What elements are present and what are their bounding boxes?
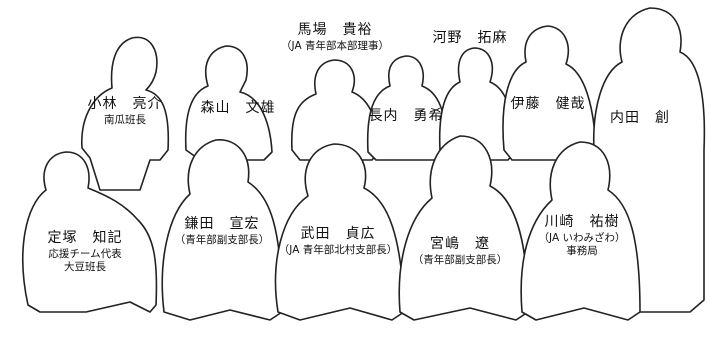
silhouette-front-2	[161, 139, 283, 321]
silhouette-back-2	[184, 45, 273, 161]
person-title: 事務局	[566, 244, 598, 257]
silhouette-back-1	[81, 36, 170, 191]
person-label: 内田 創	[550, 110, 707, 128]
person-name: 川崎 祐樹	[544, 214, 620, 230]
person-label: 武田 貞広（JA 青年部北村支部長）	[248, 226, 428, 257]
person-label: 定塚 知記応援チーム代表大豆班長	[0, 230, 175, 274]
person-label: 長内 勇希	[316, 108, 496, 126]
person-title: 大豆班長	[64, 260, 106, 273]
person-title: （青年部副支部長）	[412, 253, 508, 266]
silhouette-front-5	[520, 141, 641, 321]
person-title: 応援チーム代表	[48, 247, 122, 260]
person-label: 河野 拓麻	[380, 30, 560, 48]
person-title: （JA 青年部北村支部長）	[278, 243, 398, 256]
person-name: 宮嶋 遼	[430, 236, 490, 252]
person-name: 武田 貞広	[300, 226, 376, 242]
person-name: 河野 拓麻	[432, 30, 508, 46]
person-label: 森山 文雄	[148, 100, 328, 118]
person-name: 鎌田 宣宏	[184, 216, 260, 232]
person-label: 小林 亮介南瓜班長	[35, 96, 215, 127]
person-title: 南瓜班長	[104, 113, 146, 126]
person-name: 小林 亮介	[87, 96, 163, 112]
person-title: （JA 青年部本部理事）	[281, 39, 389, 52]
person-name: 定塚 知記	[47, 230, 123, 246]
silhouette-back-6	[502, 25, 597, 161]
silhouette-front-1	[22, 151, 158, 313]
person-name: 森山 文雄	[200, 100, 276, 116]
person-name: 伊藤 健哉	[510, 96, 586, 112]
person-label: 宮嶋 遼（青年部副支部長）	[370, 236, 550, 267]
silhouette-front-4	[398, 135, 529, 321]
person-label: 伊藤 健哉	[458, 96, 638, 114]
person-label: 川崎 祐樹（JA いわみざわ）事務局	[492, 214, 672, 258]
person-title: （JA いわみざわ）	[538, 231, 626, 244]
silhouette-front-3	[274, 143, 405, 321]
person-label: 馬場 貴裕（JA 青年部本部理事）	[245, 22, 425, 53]
person-title: （青年部副支部長）	[174, 233, 270, 246]
person-label: 鎌田 宣宏（青年部副支部長）	[132, 216, 312, 247]
person-name: 馬場 貴裕	[297, 22, 373, 38]
person-name: 内田 創	[610, 110, 670, 126]
person-name: 長内 勇希	[368, 108, 444, 124]
